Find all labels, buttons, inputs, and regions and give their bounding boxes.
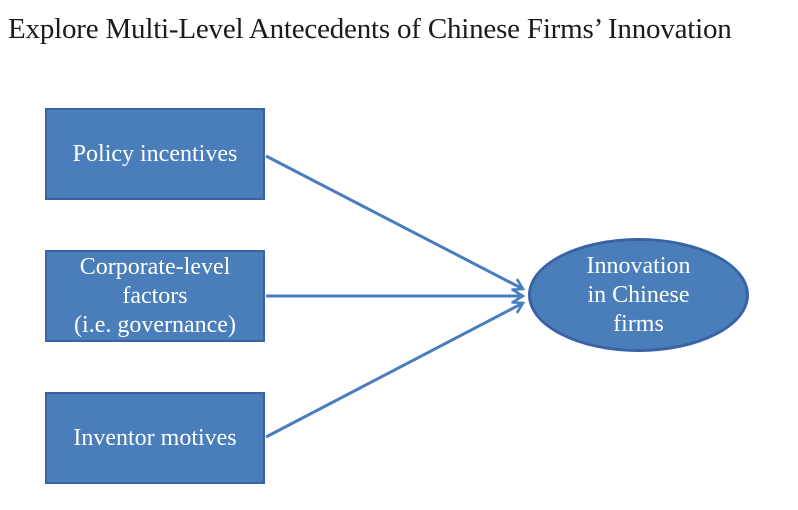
arrow-inventor-to-innovation: [265, 301, 526, 439]
diagram-title: Explore Multi-Level Antecedents of Chine…: [8, 13, 732, 45]
arrow-policy-to-innovation: [265, 154, 526, 292]
box-inventor-motives-label: Inventor motives: [73, 424, 237, 451]
box-policy-incentives-label: Policy incentives: [72, 140, 238, 167]
box-inventor-motives: Inventor motives: [45, 392, 265, 484]
ellipse-innovation-label: Innovation in Chinese firms: [586, 252, 691, 337]
box-corporate-level-factors-label: Corporate-level factors (i.e. governance…: [74, 253, 236, 338]
ellipse-innovation-in-chinese-firms: Innovation in Chinese firms: [528, 238, 749, 352]
box-policy-incentives: Policy incentives: [45, 108, 265, 200]
box-corporate-level-factors: Corporate-level factors (i.e. governance…: [45, 250, 265, 342]
